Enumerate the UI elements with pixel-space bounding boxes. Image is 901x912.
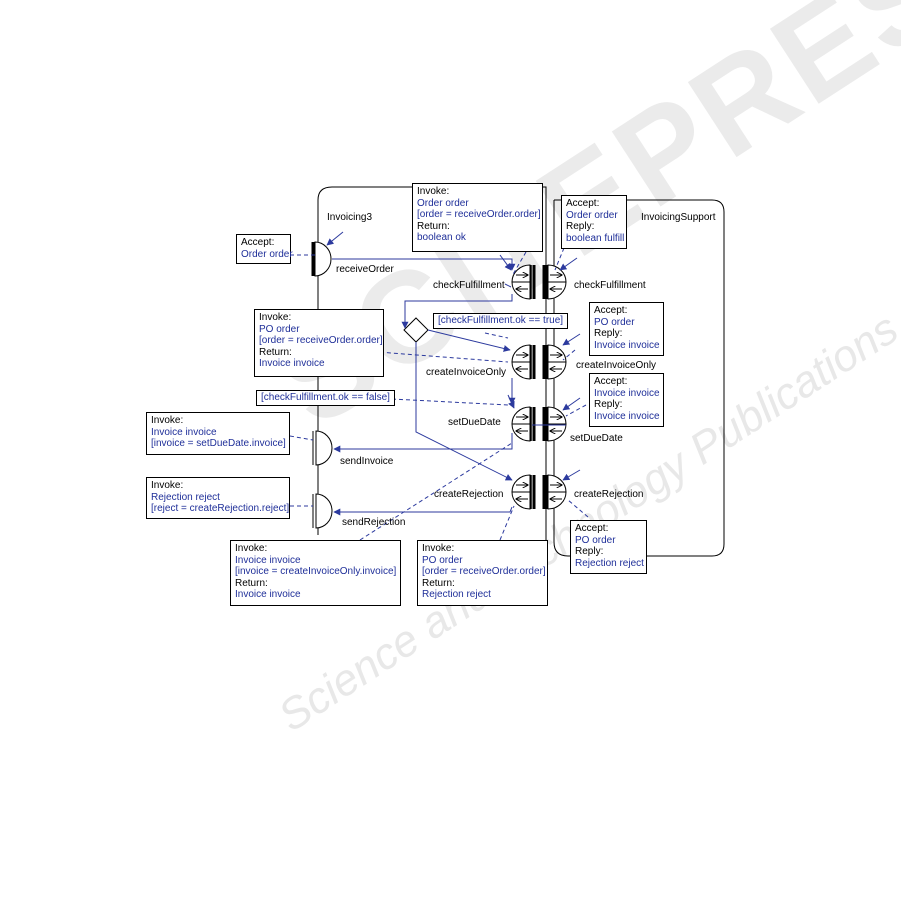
condition-ok-false: [checkFulfillment.ok == false] bbox=[256, 390, 395, 406]
invoicingsupport-frame bbox=[553, 199, 725, 557]
check-fulfillment-pair[interactable] bbox=[511, 264, 567, 300]
control-flow bbox=[332, 258, 516, 516]
note-value: boolean ok bbox=[417, 232, 466, 243]
note-keyword: Accept: bbox=[241, 237, 275, 248]
note-invoke-create-rejection: Invoke:PO order[order = receiveOrder.ord… bbox=[417, 540, 548, 606]
note-keyword: Accept: bbox=[575, 523, 609, 534]
receive-order-event[interactable] bbox=[311, 241, 332, 277]
note-links bbox=[289, 247, 589, 541]
note-value: Invoice invoice bbox=[235, 589, 301, 600]
note-value: Order order bbox=[241, 248, 293, 260]
note-value: Invoice invoice bbox=[594, 410, 660, 422]
note-value: Order order bbox=[417, 197, 469, 209]
label-send-invoice: sendInvoice bbox=[340, 456, 394, 467]
note-value: [invoice = setDueDate.invoice] bbox=[151, 438, 286, 449]
decision-diamond bbox=[403, 317, 429, 343]
note-value: [invoice = createInvoiceOnly.invoice] bbox=[235, 566, 397, 577]
note-value: Order order bbox=[566, 209, 618, 221]
note-value: [reject = createRejection.reject] bbox=[151, 503, 290, 514]
note-keyword: Accept: bbox=[566, 198, 600, 209]
note-keyword: Return: bbox=[259, 346, 292, 358]
label-set-due-date-left: setDueDate bbox=[448, 417, 501, 428]
send-invoice-event[interactable] bbox=[312, 430, 333, 466]
note-value: Invoice invoice bbox=[594, 339, 660, 351]
label-create-rejection-right: createRejection bbox=[574, 489, 644, 500]
note-keyword: Return: bbox=[235, 577, 268, 589]
label-check-fulfillment-left: checkFulfillment bbox=[433, 280, 505, 291]
note-invoke-send-rejection: Invoke:Rejection reject[reject = createR… bbox=[146, 477, 290, 519]
note-value: Invoice invoice bbox=[259, 358, 325, 369]
container-label-invoicingsupport: InvoicingSupport bbox=[641, 212, 716, 223]
invoicing3-frame bbox=[317, 186, 547, 540]
note-keyword: Accept: bbox=[594, 305, 628, 316]
note-keyword: Return: bbox=[422, 577, 455, 589]
note-keyword: Invoke: bbox=[259, 312, 292, 323]
note-invoke-create-invoice: Invoke:PO order[order = receiveOrder.ord… bbox=[254, 309, 384, 377]
send-rejection-event[interactable] bbox=[312, 493, 333, 529]
note-value: Rejection reject bbox=[575, 557, 644, 569]
note-value: Invoice invoice bbox=[594, 387, 660, 399]
note-value: [order = receiveOrder.order] bbox=[422, 566, 546, 577]
note-value: Rejection reject bbox=[151, 491, 220, 503]
note-value: PO order bbox=[422, 554, 463, 566]
note-keyword: Invoke: bbox=[422, 543, 455, 554]
label-create-invoice-only-left: createInvoiceOnly bbox=[426, 367, 507, 378]
note-invoke-set-due-date: Invoke:Invoice invoice[invoice = createI… bbox=[230, 540, 401, 606]
event-pointers bbox=[326, 231, 581, 481]
label-create-rejection-left: createRejection bbox=[434, 489, 504, 500]
note-keyword: Invoke: bbox=[151, 480, 184, 491]
set-due-date-pair[interactable] bbox=[511, 406, 567, 442]
create-invoice-only-pair[interactable] bbox=[511, 344, 567, 380]
note-value: Rejection reject bbox=[422, 589, 491, 600]
note-keyword: Accept: bbox=[594, 376, 628, 387]
note-keyword: Reply: bbox=[575, 546, 604, 557]
note-keyword: Invoke: bbox=[151, 415, 184, 426]
note-value: [order = receiveOrder.order] bbox=[417, 209, 541, 220]
note-accept-order: Accept:Order order bbox=[236, 234, 293, 264]
label-check-fulfillment-right: checkFulfillment bbox=[574, 280, 646, 291]
note-keyword: Invoke: bbox=[235, 543, 268, 554]
note-value: PO order bbox=[594, 316, 635, 328]
note-keyword: Return: bbox=[417, 220, 450, 232]
note-keyword: Reply: bbox=[594, 399, 623, 410]
container-label-invoicing3: Invoicing3 bbox=[327, 212, 373, 223]
note-value: PO order bbox=[259, 323, 300, 335]
note-value: Invoice invoice bbox=[151, 426, 217, 438]
label-send-rejection: sendRejection bbox=[342, 517, 406, 528]
note-value: Invoice invoice bbox=[235, 554, 301, 566]
label-create-invoice-only-right: createInvoiceOnly bbox=[576, 360, 657, 371]
note-keyword: Reply: bbox=[566, 221, 595, 232]
label-set-due-date-right: setDueDate bbox=[570, 433, 623, 444]
note-value: [order = receiveOrder.order] bbox=[259, 335, 383, 346]
note-invoke-send-invoice: Invoke:Invoice invoice[invoice = setDueD… bbox=[146, 412, 290, 455]
note-value: boolean fulfill bbox=[566, 232, 625, 244]
note-invoke-check: Invoke:Order order[order = receiveOrder.… bbox=[412, 183, 543, 252]
note-keyword: Invoke: bbox=[417, 186, 450, 197]
label-receive-order: receiveOrder bbox=[336, 264, 394, 275]
note-keyword: Reply: bbox=[594, 328, 623, 339]
note-value: PO order bbox=[575, 534, 616, 546]
label-leaders bbox=[504, 283, 512, 288]
create-rejection-pair[interactable] bbox=[511, 474, 567, 510]
condition-ok-true: [checkFulfillment.ok == true] bbox=[433, 313, 569, 329]
